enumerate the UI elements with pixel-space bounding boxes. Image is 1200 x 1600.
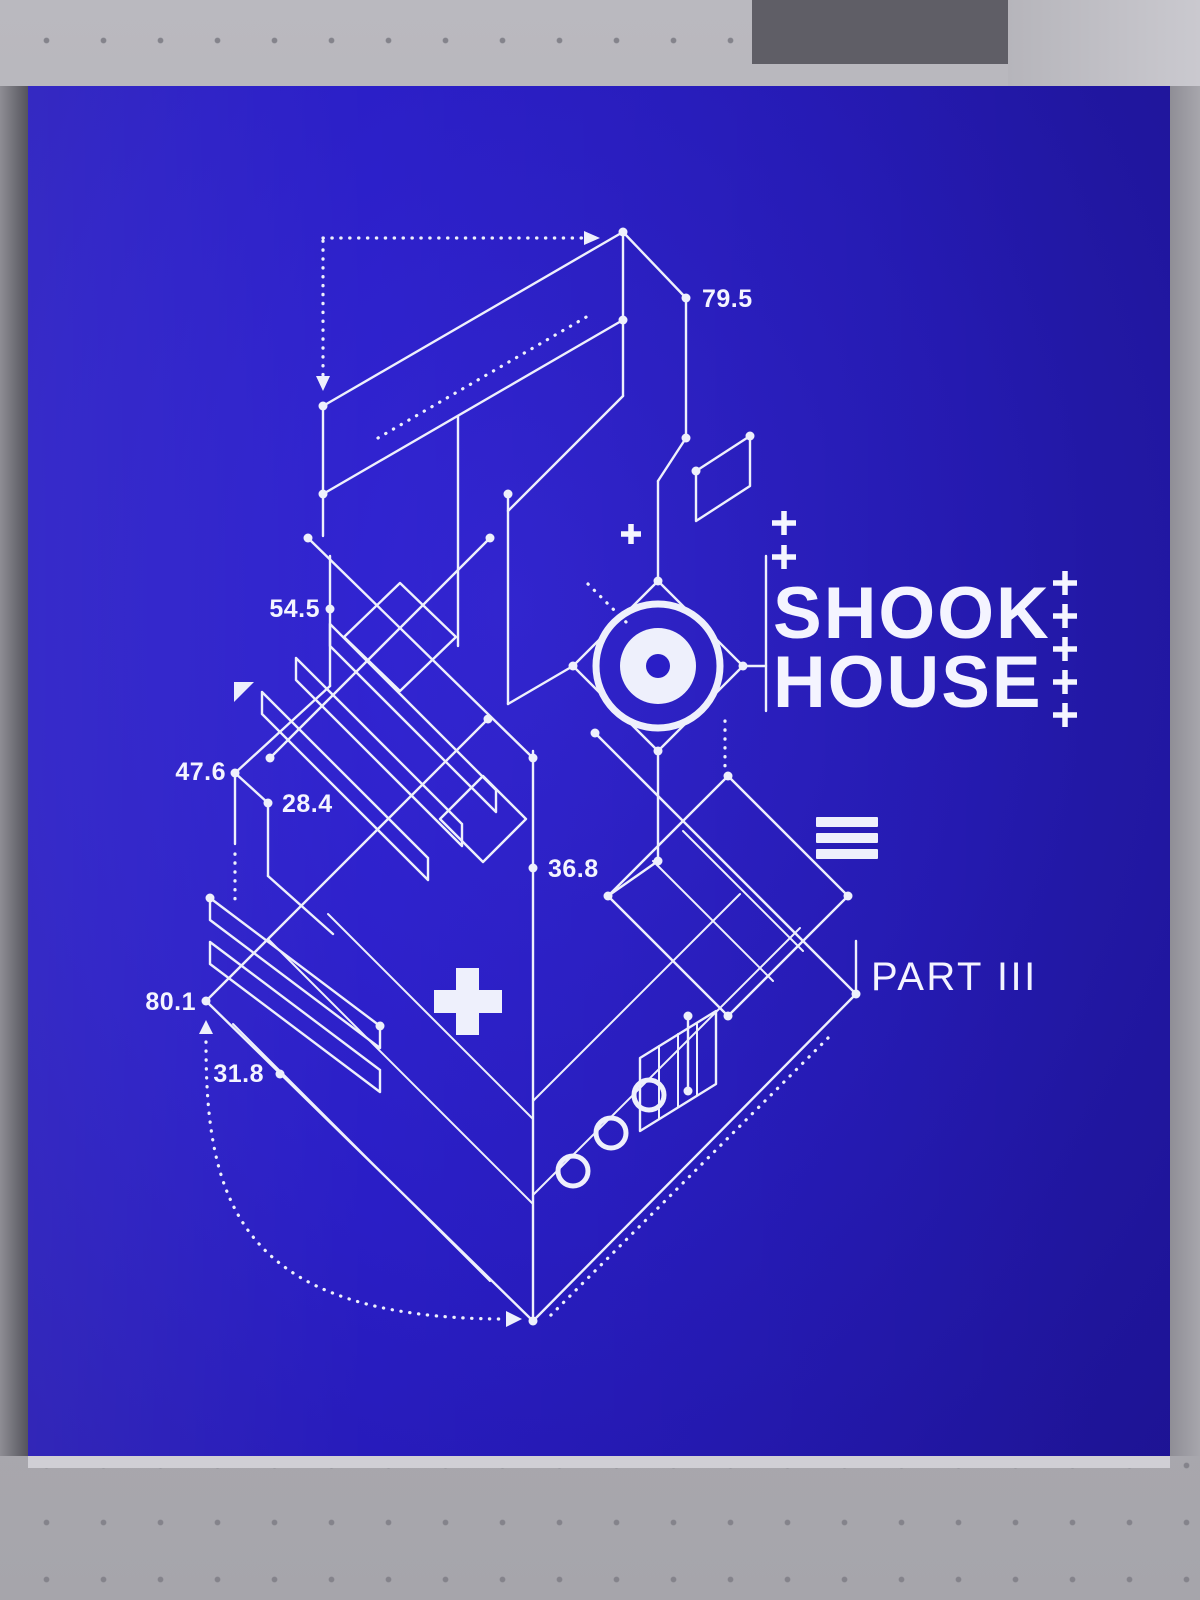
- plus-icon: [1053, 604, 1077, 628]
- measurements: 79.5 54.5 47.6 28.4 36.8 80.1 31.8: [145, 285, 752, 1088]
- arrow-up-icon: [199, 1020, 213, 1034]
- measurement-79-5: 79.5: [702, 285, 753, 313]
- measurement-54-5: 54.5: [269, 595, 320, 623]
- subtitle-block: PART III: [854, 939, 1038, 999]
- arrow-right-icon: [506, 1311, 522, 1327]
- record-icon: [506, 434, 768, 898]
- desk-corner-highlight: [1008, 0, 1200, 86]
- title-line2: HOUSE: [773, 642, 1043, 723]
- measurement-36-8: 36.8: [548, 855, 599, 883]
- curved-dotted-arrow: [199, 1020, 522, 1327]
- screen-left-bezel: [0, 86, 28, 1456]
- crossing-lines: [233, 414, 535, 775]
- title-block: SHOOK HOUSE: [621, 511, 1077, 727]
- chevron-stack: [260, 622, 528, 882]
- plus-icon: [621, 524, 641, 544]
- ring-icon: [593, 1115, 629, 1151]
- big-plus-icon: [434, 968, 502, 1035]
- screen-right-bezel: [1170, 86, 1200, 1456]
- measurement-28-4: 28.4: [282, 790, 333, 818]
- measurement-31-8: 31.8: [213, 1060, 264, 1088]
- plus-icon: [772, 545, 796, 569]
- measurement-47-6: 47.6: [175, 758, 226, 786]
- ring-icon: [555, 1153, 591, 1189]
- plus-icon: [772, 511, 796, 535]
- menu-bars-icon: [816, 817, 878, 859]
- vertex-dots: [201, 227, 861, 1326]
- plus-icon: [1053, 703, 1077, 727]
- plus-icon: [1053, 637, 1077, 661]
- flag-triangle-icon: [234, 682, 254, 702]
- arrow-right-icon: [584, 231, 600, 245]
- lower-lattice: [204, 717, 858, 1323]
- album-art-screen: SHOOK HOUSE: [28, 86, 1170, 1456]
- ring-trio: [555, 1077, 667, 1189]
- monitor-shadow-block: [752, 0, 1008, 64]
- ring-icon: [631, 1077, 667, 1113]
- top-dotted-arrow: [316, 231, 600, 391]
- arrow-down-icon: [316, 376, 330, 391]
- plus-icon: [1053, 571, 1077, 595]
- subtitle: PART III: [871, 955, 1038, 999]
- screen-bottom-bezel: [28, 1456, 1170, 1468]
- plus-icon: [1053, 670, 1077, 694]
- title-line1: SHOOK: [773, 573, 1051, 654]
- blueprint-artwork: SHOOK HOUSE: [145, 227, 1077, 1327]
- measurement-80-1: 80.1: [145, 988, 196, 1016]
- plus-column: [1053, 571, 1077, 727]
